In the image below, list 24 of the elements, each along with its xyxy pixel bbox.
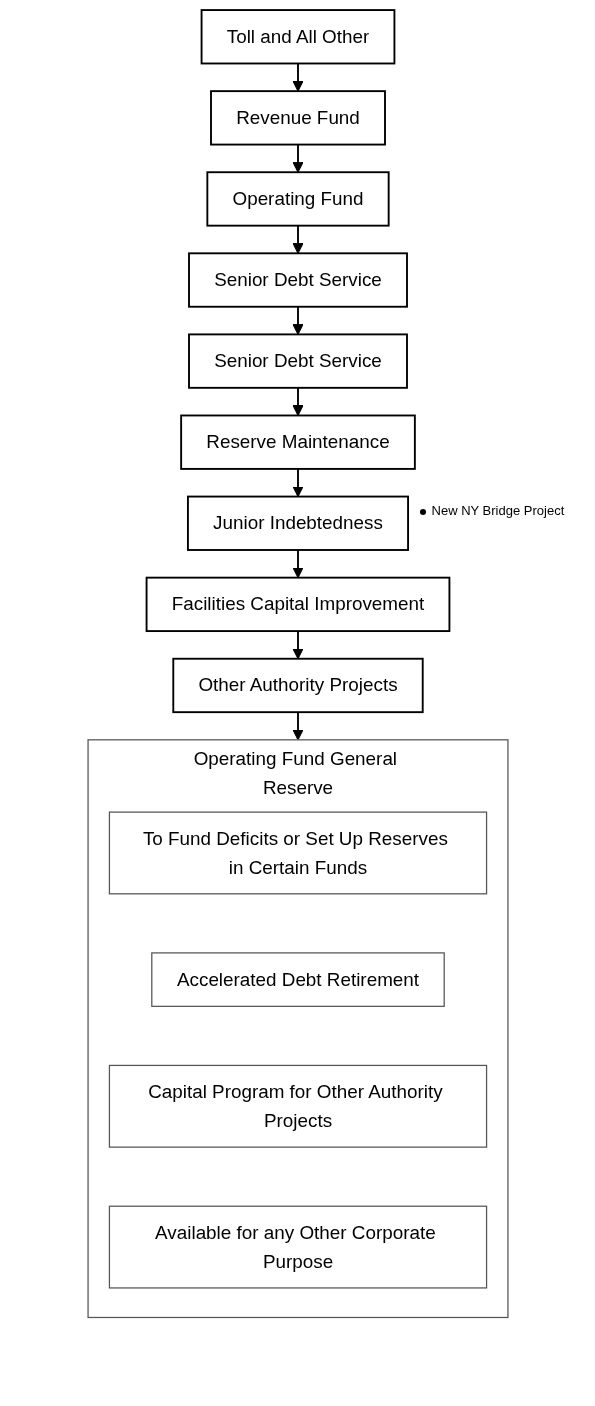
bullet-note: New NY Bridge Project — [431, 502, 565, 518]
arrow — [291, 711, 304, 741]
node-box — [200, 9, 395, 65]
arrow — [291, 305, 304, 335]
node-box — [108, 1205, 487, 1289]
node-box — [108, 1064, 487, 1148]
arrow — [291, 630, 304, 660]
node-box — [186, 495, 409, 551]
node-box — [209, 90, 386, 146]
node-box — [150, 952, 445, 1007]
node-box — [187, 333, 408, 389]
arrow — [291, 143, 304, 173]
node-box — [145, 576, 450, 633]
cluster — [86, 739, 509, 1319]
node-box — [187, 252, 408, 308]
node-box — [205, 171, 390, 227]
arrow — [291, 62, 304, 92]
node-box — [179, 414, 416, 470]
arrow — [291, 224, 304, 254]
arrow — [291, 549, 304, 579]
node-box — [171, 657, 424, 714]
arrow — [291, 467, 304, 498]
node-box — [108, 811, 487, 895]
arrow — [291, 386, 304, 416]
